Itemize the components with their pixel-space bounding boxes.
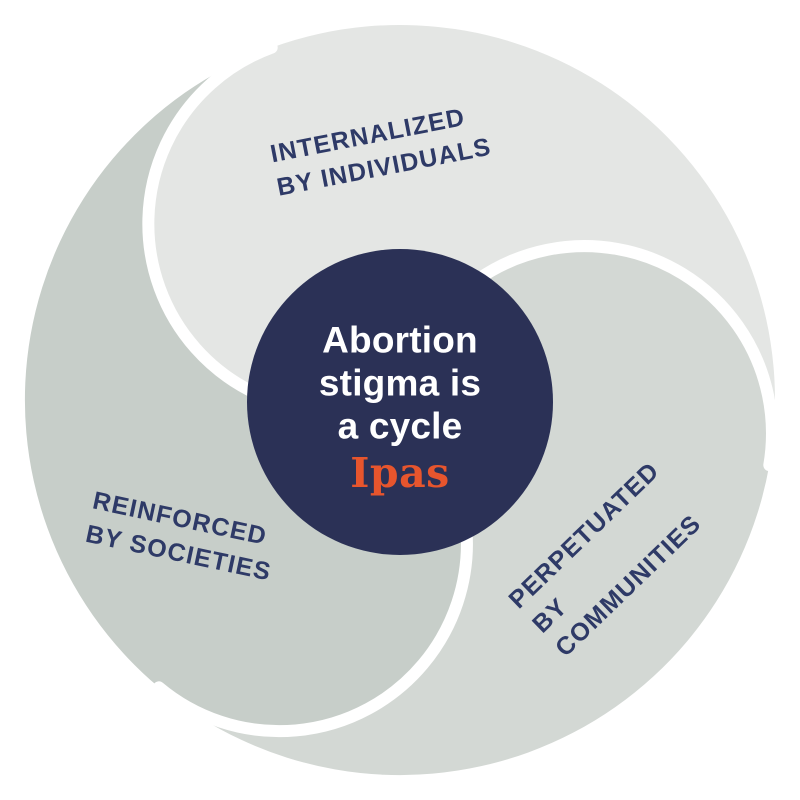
center-circle [247, 249, 553, 555]
center-title: Abortion stigma is a cycle [318, 319, 482, 447]
ipas-logo: Ipas [350, 449, 450, 497]
